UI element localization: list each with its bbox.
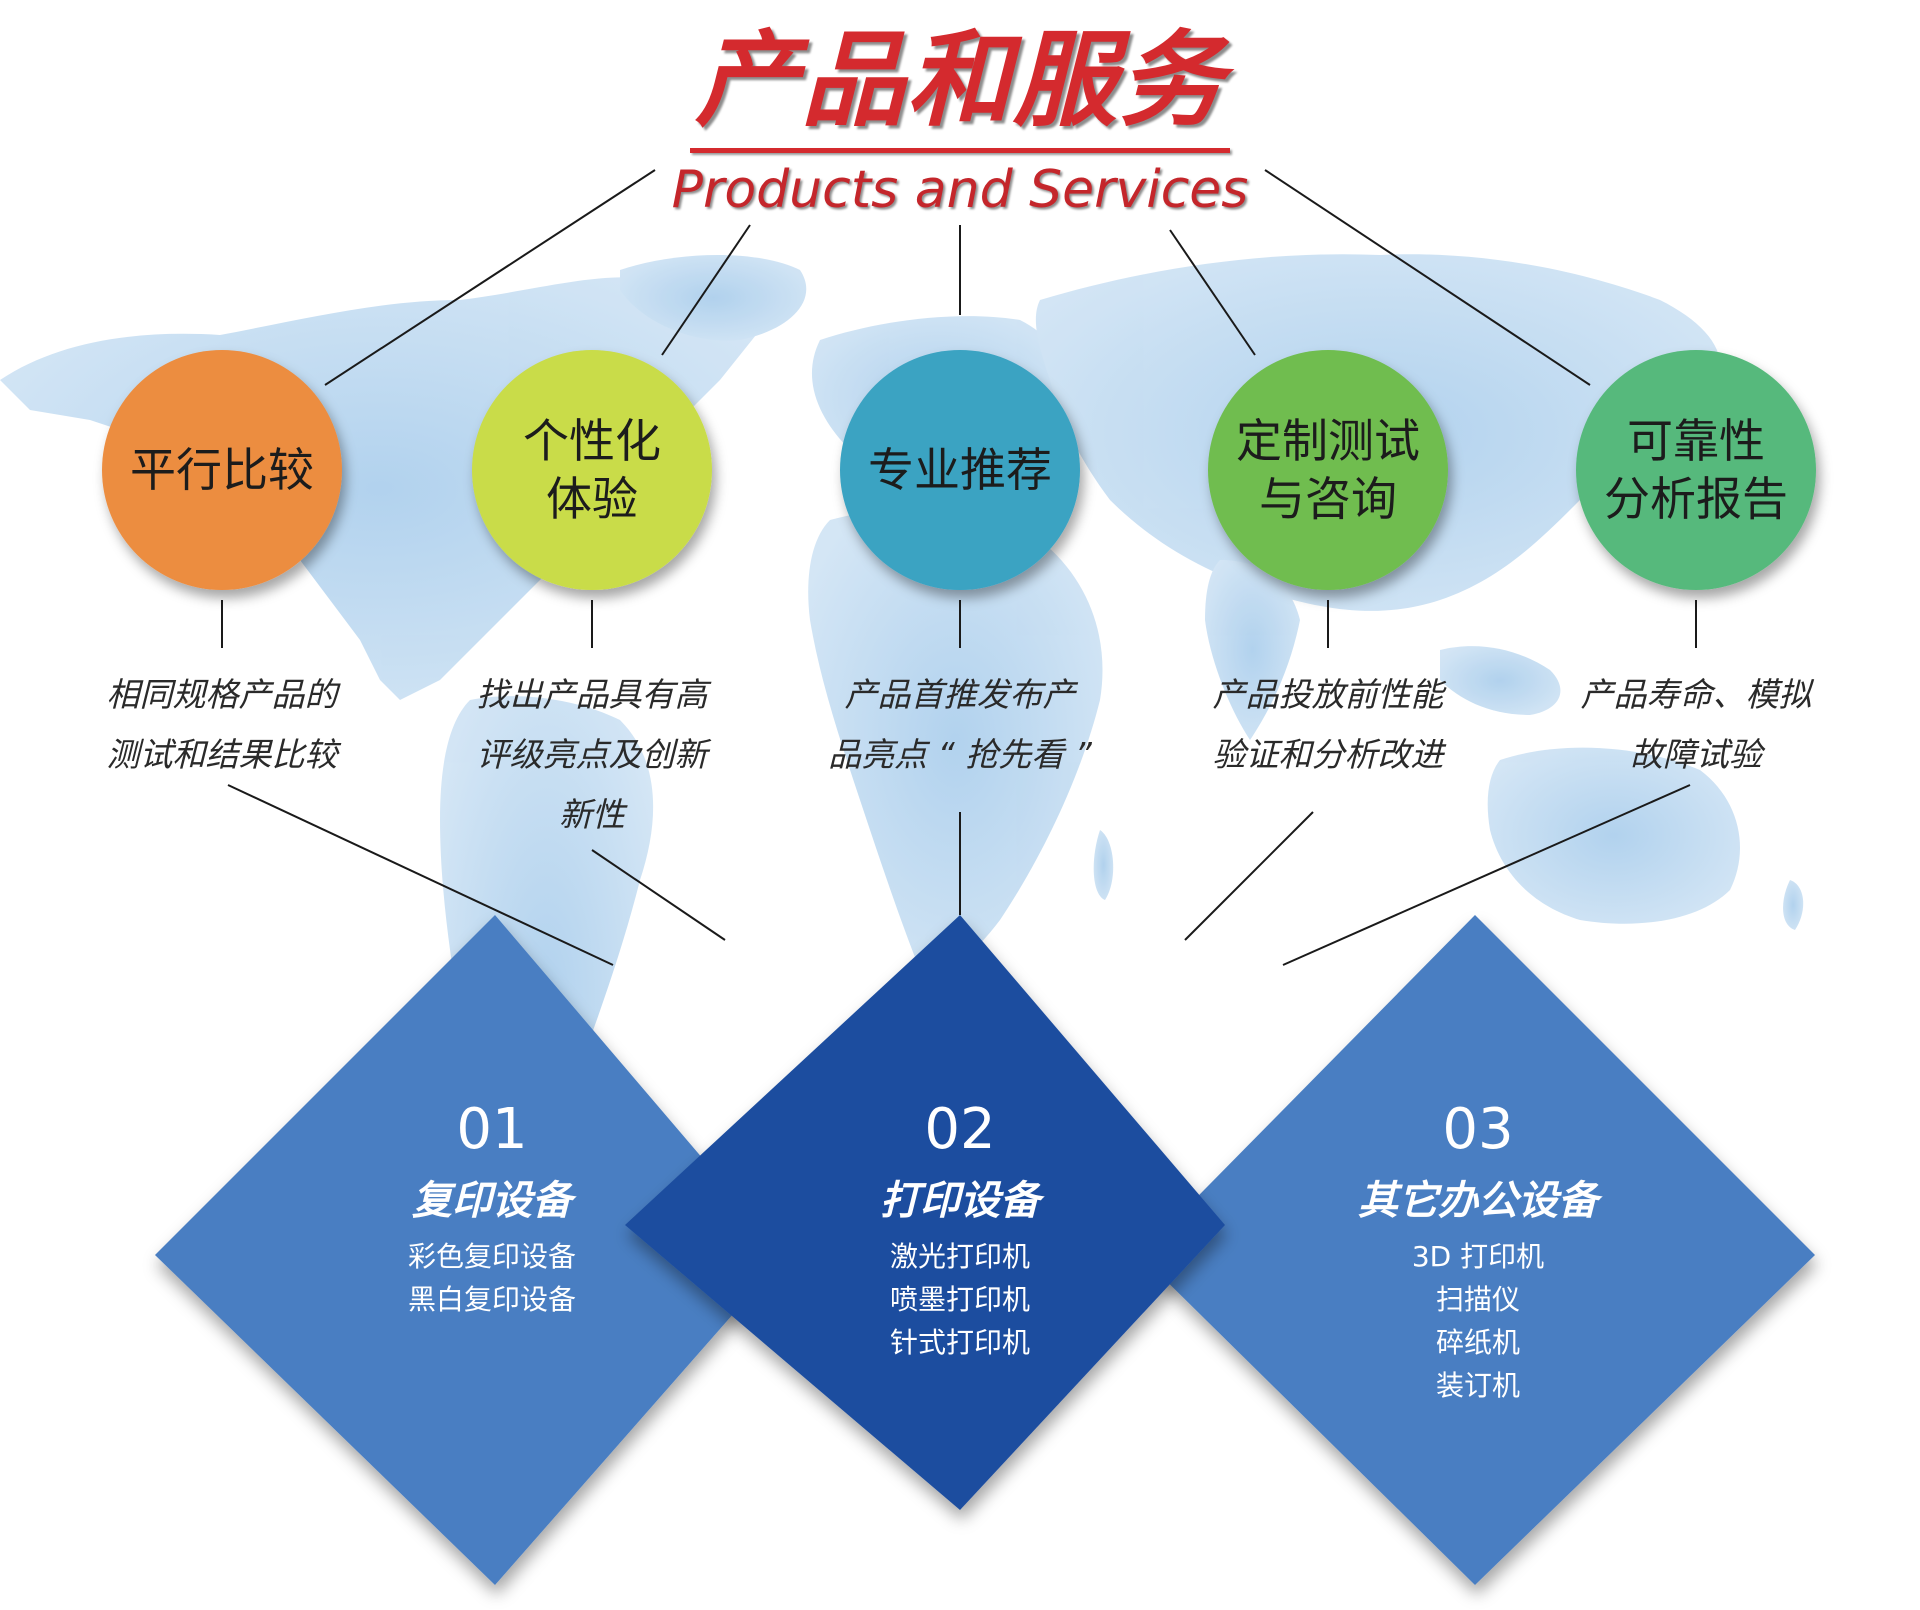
map-india [1205, 560, 1300, 740]
service-description-line: 产品首推发布产 [844, 675, 1076, 714]
connector-desc-2-to-category [591, 849, 726, 941]
title-english: Products and Services [671, 160, 1249, 220]
map-new-zealand [1783, 880, 1804, 930]
connector-title-to-service-4 [1169, 229, 1256, 356]
category-number: 01 [456, 1097, 528, 1162]
service-label-1: 平行比较 [130, 443, 314, 497]
category-number: 03 [1442, 1097, 1514, 1162]
category-item: 碎纸机 [1435, 1326, 1520, 1359]
service-circle-1 [102, 350, 342, 590]
service-circle-3 [840, 350, 1080, 590]
category-3: 03 其它办公设备 3D 打印机 扫描仪 碎纸机 装订机 [1298, 1095, 1658, 1407]
category-item: 彩色复印设备 [407, 1240, 576, 1273]
category-item: 激光打印机 [889, 1240, 1030, 1273]
service-description-line: 产品投放前性能 [1212, 675, 1444, 714]
connector-desc-5-to-category [1282, 784, 1691, 966]
category-number: 02 [924, 1097, 996, 1162]
category-title: 复印设备 [412, 1178, 572, 1224]
category-1: 01 复印设备 彩色复印设备 黑白复印设备 [312, 1095, 672, 1321]
service-description-line: 品亮点 “ 抢先看 ” [828, 735, 1092, 774]
category-item: 装订机 [1435, 1369, 1520, 1402]
header: 产品和服务 Products and Services [660, 10, 1260, 230]
connector-title-to-service-5 [1264, 169, 1591, 386]
service-description-3: 产品首推发布产 品亮点 “ 抢先看 ” [820, 665, 1100, 785]
service-description-line: 新性 [559, 795, 625, 834]
service-label-2: 个性化 体验 [523, 414, 661, 526]
service-description-line: 产品寿命、模拟 [1580, 675, 1812, 714]
connector-desc-4-to-category [1184, 811, 1314, 941]
category-item: 黑白复印设备 [407, 1283, 576, 1316]
category-diamonds [155, 915, 1815, 1585]
category-title: 其它办公设备 [1358, 1178, 1598, 1224]
category-title: 打印设备 [880, 1178, 1040, 1224]
service-description-line: 相同规格产品的 [106, 675, 338, 714]
service-circle-2 [472, 350, 712, 590]
service-description-line: 评级亮点及创新 [476, 735, 708, 774]
service-description-line: 测试和结果比较 [106, 735, 338, 774]
connector-title-to-service-2 [661, 224, 751, 356]
map-sea-islands [1440, 646, 1561, 715]
service-description-line: 验证和分析改进 [1212, 735, 1444, 774]
connector-desc-1-to-category [227, 784, 614, 966]
service-label-5: 可靠性 分析报告 [1604, 414, 1788, 526]
connector-title-to-service-1 [324, 169, 656, 386]
category-2: 02 打印设备 激光打印机 喷墨打印机 针式打印机 [780, 1095, 1140, 1364]
category-diamond-3 [1140, 915, 1815, 1585]
category-diamond-2 [625, 915, 1225, 1510]
service-circles [102, 350, 1816, 590]
category-diamond-1 [155, 915, 785, 1585]
map-madagascar [1093, 830, 1114, 900]
category-item: 针式打印机 [889, 1326, 1030, 1359]
category-item: 喷墨打印机 [889, 1283, 1030, 1316]
title-underline [690, 148, 1230, 153]
service-description-1: 相同规格产品的 测试和结果比较 [82, 665, 362, 785]
service-circle-4 [1208, 350, 1448, 590]
service-description-5: 产品寿命、模拟 故障试验 [1556, 665, 1836, 785]
service-description-2: 找出产品具有高 评级亮点及创新 新性 [452, 665, 732, 845]
service-circle-5 [1576, 350, 1816, 590]
service-description-line: 故障试验 [1630, 735, 1762, 774]
connector-lines [221, 169, 1697, 966]
map-greenland [620, 255, 807, 341]
category-item: 3D 打印机 [1411, 1240, 1545, 1273]
service-label-4: 定制测试 与咨询 [1236, 414, 1420, 526]
service-description-line: 找出产品具有高 [476, 675, 708, 714]
title-chinese: 产品和服务 [694, 19, 1225, 141]
service-label-3: 专业推荐 [868, 443, 1052, 497]
map-africa [808, 509, 1103, 973]
service-description-4: 产品投放前性能 验证和分析改进 [1188, 665, 1468, 785]
category-item: 扫描仪 [1435, 1283, 1520, 1316]
